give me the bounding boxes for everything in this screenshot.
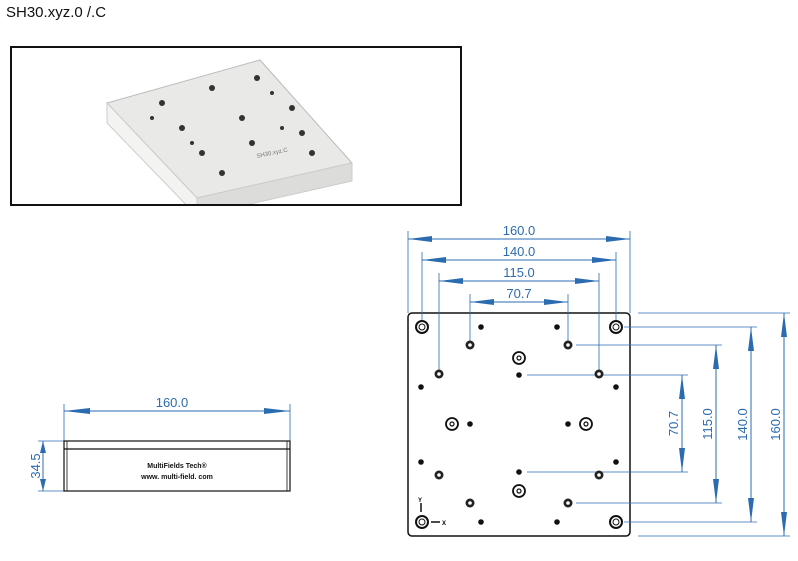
small-hole [613,459,619,465]
plate-outline [407,312,631,537]
dimension-arrow [781,313,787,337]
dimension-arrow [606,236,630,242]
counterbore-hole [445,417,459,431]
side-view: 160.0 34.5 MultiFields Tech® www. multi-… [28,395,291,492]
axis-indicator: Y X [418,498,446,527]
product-photo: SH30.xyz.C [10,46,462,206]
small-hole [516,372,522,378]
side-height-label: 34.5 [28,453,43,478]
small-hole [613,384,619,390]
dimension-arrow [679,448,685,472]
small-hole [418,459,424,465]
counterbore-hole [512,351,526,365]
small-hole [554,324,560,330]
dimension-arrow [713,479,719,503]
dimension-label-h: 140.0 [503,244,536,259]
threaded-hole-inner [468,343,472,347]
url-text: www. multi-field. com [140,474,213,481]
corner-mount-hole [415,515,429,529]
dimension-label-h: 115.0 [503,265,535,280]
threaded-hole-inner [437,473,441,477]
small-hole [467,421,473,427]
dimension-arrow [544,299,568,305]
dimension-label-v: 70.7 [666,411,681,436]
counterbore-hole-inner [449,421,455,427]
dimension-arrow [679,375,685,399]
corner-mount-hole [609,320,623,334]
dimension-label-v: 140.0 [735,408,750,441]
dimension-arrow [748,327,754,351]
corner-mount-hole-inner [418,518,426,526]
dimension-arrow [592,257,616,263]
counterbore-hole-inner [516,488,522,494]
top-view: 160.0 140.0 115.0 70.7 70.7 115.0 140.0 160.0 Y… [407,223,790,537]
small-hole [418,384,424,390]
dimension-arrow [748,498,754,522]
dimension-label-v: 115.0 [700,408,715,440]
holes [415,320,623,529]
brand-text: MultiFields Tech® [147,462,207,470]
dimensions: 160.0 140.0 115.0 70.7 70.7 115.0 140.0 160.0 [407,223,790,537]
dimension-arrow [422,257,446,263]
counterbore-hole [579,417,593,431]
dimension-label-h: 160.0 [503,223,536,238]
dimension-arrow [439,278,463,284]
counterbore-hole-inner [516,355,522,361]
threaded-hole-inner [597,372,601,376]
dimension-arrow [713,345,719,369]
corner-mount-hole [609,515,623,529]
dimension-label-v: 160.0 [768,408,783,441]
threaded-hole-inner [566,343,570,347]
small-hole [478,324,484,330]
small-hole [554,519,560,525]
dimension-label-h: 70.7 [506,286,531,301]
threaded-hole-inner [597,473,601,477]
threaded-hole-inner [468,501,472,505]
counterbore-hole [512,484,526,498]
axis-y-label: Y [418,498,422,504]
product-title: SH30.xyz.0 /.C [6,4,107,21]
threaded-hole-inner [566,501,570,505]
small-hole [565,421,571,427]
threaded-hole-inner [437,372,441,376]
side-width-label: 160.0 [156,395,189,410]
corner-mount-hole-inner [612,323,620,331]
small-hole [516,469,522,475]
counterbore-hole-inner [583,421,589,427]
stage-render: SH30.xyz.C [106,59,353,204]
axis-x-label: X [442,521,446,527]
dimension-arrow [781,512,787,536]
dimension-arrow [408,236,432,242]
dimension-arrow [470,299,494,305]
corner-mount-hole [415,320,429,334]
small-hole [478,519,484,525]
dimension-arrow [575,278,599,284]
corner-mount-hole-inner [418,323,426,331]
corner-mount-hole-inner [612,518,620,526]
